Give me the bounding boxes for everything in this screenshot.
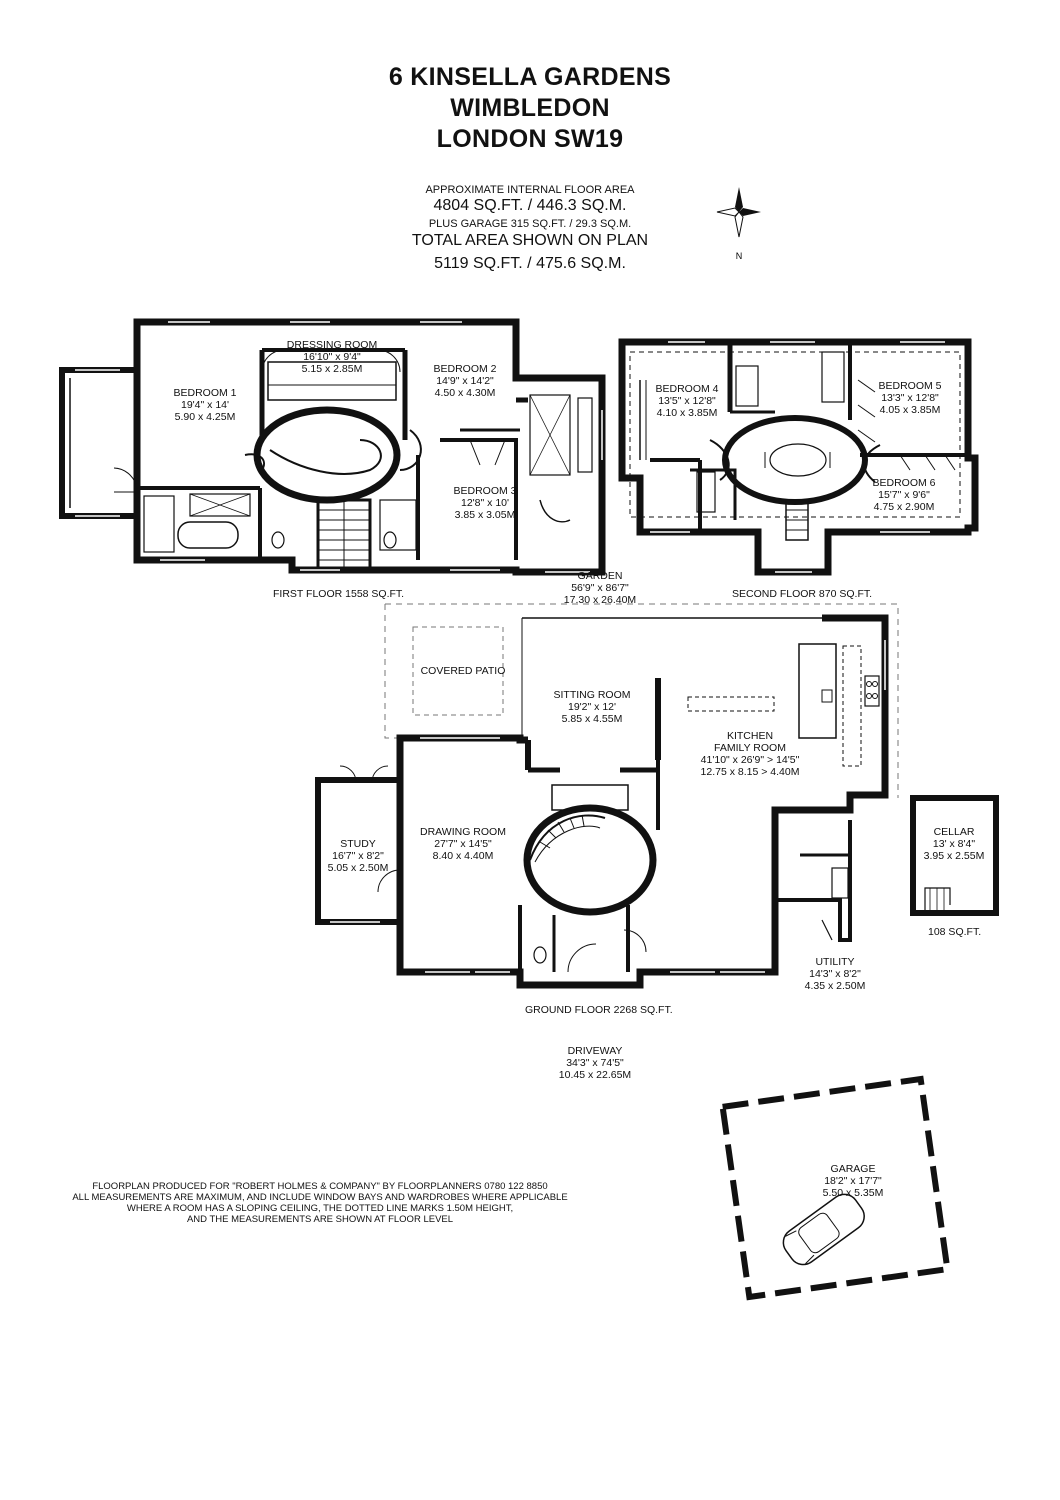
first-floor-plan: [59, 318, 606, 576]
property-address: 6 KINSELLA GARDENS WIMBLEDON LONDON SW19: [0, 62, 1060, 155]
address-line-1: 6 KINSELLA GARDENS: [388, 63, 672, 91]
room-label-cellar: CELLAR 13' x 8'4" 3.95 x 2.55M: [923, 826, 985, 862]
ground-floor-label: GROUND FLOOR 2268 SQ.FT.: [525, 1004, 673, 1016]
internal-area: 4804 SQ.FT. / 446.3 SQ.M.: [433, 197, 627, 214]
room-label-bedroom-3: BEDROOM 3 12'8" x 10' 3.85 x 3.05M: [453, 485, 517, 521]
total-area: 5119 SQ.FT. / 475.6 SQ.M.: [434, 255, 626, 272]
address-line-3: LONDON SW19: [436, 125, 624, 153]
north-letter: N: [736, 251, 743, 261]
room-label-bedroom-1: BEDROOM 1 19'4" x 14' 5.90 x 4.25M: [173, 387, 237, 423]
second-floor-plan: [618, 338, 979, 576]
total-area-label: TOTAL AREA SHOWN ON PLAN: [411, 232, 649, 249]
room-label-bedroom-4: BEDROOM 4 13'5" x 12'8" 4.10 x 3.85M: [655, 383, 719, 419]
first-floor-label: FIRST FLOOR 1558 SQ.FT.: [273, 588, 405, 600]
cellar-plan: [910, 795, 999, 916]
room-label-kitchen-family-room: KITCHEN FAMILY ROOM 41'10" x 26'9" > 14'…: [700, 730, 800, 778]
room-label-garden: GARDEN 56'9" x 86'7" 17.30 x 26.40M: [563, 570, 637, 606]
ground-floor-plan: [315, 603, 899, 989]
north-arrow-icon: N: [716, 187, 761, 261]
car-icon: [782, 1193, 865, 1266]
disclaimer-line-3: WHERE A ROOM HAS A SLOPING CEILING, THE …: [126, 1203, 514, 1214]
room-label-bedroom-6: BEDROOM 6 15'7" x 9'6" 4.75 x 2.90M: [872, 477, 936, 513]
garage-area: PLUS GARAGE 315 SQ.FT. / 29.3 SQ.M.: [428, 218, 632, 230]
room-label-bedroom-2: BEDROOM 2 14'9" x 14'2" 4.50 x 4.30M: [433, 363, 497, 399]
disclaimer-line-1: FLOORPLAN PRODUCED FOR "ROBERT HOLMES & …: [92, 1181, 548, 1192]
disclaimer-line-4: AND THE MEASUREMENTS ARE SHOWN AT FLOOR …: [186, 1214, 454, 1225]
room-label-bedroom-5: BEDROOM 5 13'3" x 12'8" 4.05 x 3.85M: [878, 380, 942, 416]
second-floor-label: SECOND FLOOR 870 SQ.FT.: [732, 588, 873, 600]
disclaimer: FLOORPLAN PRODUCED FOR "ROBERT HOLMES & …: [40, 1181, 600, 1225]
room-label-dressing-room: DRESSING ROOM 16'10" x 9'4" 5.15 x 2.85M: [286, 339, 378, 375]
room-label-covered-patio: COVERED PATIO: [420, 665, 506, 677]
approx-area-label: APPROXIMATE INTERNAL FLOOR AREA: [425, 184, 635, 196]
cellar-area-label: 108 SQ.FT.: [928, 926, 982, 938]
room-label-garage: GARAGE 18'2" x 17'7" 5.50 x 5.35M: [822, 1163, 884, 1199]
room-label-driveway: DRIVEWAY 34'3" x 74'5" 10.45 x 22.65M: [558, 1045, 632, 1081]
garage-plan: [719, 1075, 951, 1301]
room-label-utility: UTILITY 14'3" x 8'2" 4.35 x 2.50M: [804, 956, 866, 992]
room-label-drawing-room: DRAWING ROOM 27'7" x 14'5" 8.40 x 4.40M: [420, 826, 506, 862]
address-line-2: WIMBLEDON: [450, 94, 610, 122]
room-label-study: STUDY 16'7" x 8'2" 5.05 x 2.50M: [327, 838, 389, 874]
room-label-sitting-room: SITTING ROOM 19'2" x 12' 5.85 x 4.55M: [553, 689, 631, 725]
disclaimer-line-2: ALL MEASUREMENTS ARE MAXIMUM, AND INCLUD…: [72, 1192, 568, 1203]
